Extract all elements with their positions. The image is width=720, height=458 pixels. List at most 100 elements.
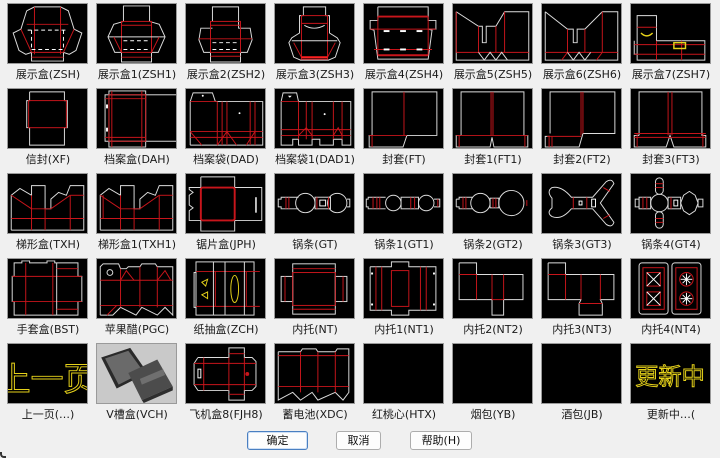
template-item[interactable]: 展示盒5(ZSH5) [445, 0, 534, 85]
display-box-thumbnail[interactable] [363, 3, 444, 64]
template-label: 展示盒3(ZSH3) [275, 68, 355, 81]
template-item[interactable]: 封套(FT) [356, 85, 445, 170]
insert-tray-thumbnail[interactable] [541, 258, 622, 319]
template-item[interactable]: 展示盒(ZSH) [0, 0, 89, 85]
tissue-box-thumbnail[interactable] [185, 258, 266, 319]
template-item[interactable]: 锅条3(GT3) [534, 170, 623, 255]
template-item[interactable]: 信封(XF) [0, 85, 89, 170]
template-item[interactable]: 展示盒1(ZSH1) [89, 0, 178, 85]
template-label: 锅条(GT) [292, 238, 338, 251]
template-item[interactable]: 内托(NT) [267, 255, 356, 340]
template-item[interactable]: 烟包(YB) [445, 340, 534, 425]
file-bag-thumbnail[interactable] [274, 88, 355, 149]
template-item[interactable]: 封套2(FT2) [534, 85, 623, 170]
template-item[interactable]: 展示盒7(ZSH7) [623, 0, 712, 85]
template-item[interactable]: 锅条2(GT2) [445, 170, 534, 255]
template-label: 展示盒5(ZSH5) [453, 68, 533, 81]
template-item[interactable]: 飞机盒8(FJH8) [178, 340, 267, 425]
template-item[interactable]: V槽盒(VCH) [89, 340, 178, 425]
empty-thumbnail[interactable] [452, 343, 533, 404]
template-item[interactable]: 内托2(NT2) [445, 255, 534, 340]
insert-tray-thumbnail[interactable] [452, 258, 533, 319]
pot-strip-die-line-icon [455, 189, 528, 217]
updating-thumbnail[interactable]: 更新中 [630, 343, 711, 404]
template-item[interactable]: 封套1(FT1) [445, 85, 534, 170]
vinegar-box-thumbnail[interactable] [96, 258, 177, 319]
vinegar-box-die-line-icon [99, 263, 174, 317]
insert-tray-thumbnail[interactable] [630, 258, 711, 319]
template-item[interactable]: 红桃心(HTX) [356, 340, 445, 425]
template-item[interactable]: 内托1(NT1) [356, 255, 445, 340]
saw-blade-box-thumbnail[interactable] [185, 173, 266, 234]
template-item[interactable]: 梯形盒(TXH) [0, 170, 89, 255]
template-item[interactable]: 内托3(NT3) [534, 255, 623, 340]
display-box-thumbnail[interactable] [96, 3, 177, 64]
template-item[interactable]: 档案袋1(DAD1) [267, 85, 356, 170]
template-item[interactable]: 酒包(JB) [534, 340, 623, 425]
folder-die-line-icon [544, 91, 616, 148]
display-box-die-line-icon [544, 11, 619, 61]
display-box-thumbnail[interactable] [185, 3, 266, 64]
template-item[interactable]: 锅条4(GT4) [623, 170, 712, 255]
display-box-thumbnail[interactable] [274, 3, 355, 64]
display-box-thumbnail[interactable] [541, 3, 622, 64]
template-item[interactable]: 手套盒(BST) [0, 255, 89, 340]
template-item[interactable]: 纸抽盒(ZCH) [178, 255, 267, 340]
template-item[interactable]: 内托4(NT4) [623, 255, 712, 340]
folder-die-line-icon [455, 91, 529, 148]
file-box-thumbnail[interactable] [96, 88, 177, 149]
glove-box-thumbnail[interactable] [7, 258, 88, 319]
mailer-box-thumbnail[interactable] [185, 343, 266, 404]
folder-thumbnail[interactable] [541, 88, 622, 149]
template-item[interactable]: 展示盒2(ZSH2) [178, 0, 267, 85]
insert-tray-thumbnail[interactable] [363, 258, 444, 319]
empty-thumbnail[interactable] [363, 343, 444, 404]
template-item[interactable]: 梯形盒1(TXH1) [89, 170, 178, 255]
template-item[interactable]: 锯片盒(JPH) [178, 170, 267, 255]
trapezoid-box-thumbnail[interactable] [7, 173, 88, 234]
pot-strip-thumbnail[interactable] [274, 173, 355, 234]
cancel-button[interactable]: 取消 [336, 431, 381, 450]
template-item[interactable]: 展示盒4(ZSH4) [356, 0, 445, 85]
window-corner [0, 452, 6, 458]
pot-strip-thumbnail[interactable] [630, 173, 711, 234]
help-button[interactable]: 帮助(H) [410, 431, 472, 450]
display-box-die-line-icon [198, 6, 253, 63]
template-item[interactable]: 蓄电池(XDC) [267, 340, 356, 425]
previous-page-thumbnail[interactable]: 上一页 [7, 343, 88, 404]
template-item[interactable]: 档案盒(DAH) [89, 85, 178, 170]
pot-strip-thumbnail[interactable] [541, 173, 622, 234]
display-box-thumbnail[interactable] [452, 3, 533, 64]
envelope-thumbnail[interactable] [7, 88, 88, 149]
empty-thumbnail[interactable] [541, 343, 622, 404]
insert-tray-thumbnail[interactable] [274, 258, 355, 319]
template-item[interactable]: 封套3(FT3) [623, 85, 712, 170]
folder-thumbnail[interactable] [630, 88, 711, 149]
template-label: 信封(XF) [25, 153, 71, 166]
pot-strip-die-line-icon [548, 179, 615, 227]
template-label: 内托2(NT2) [463, 323, 523, 336]
template-label: 上一页(…) [21, 408, 75, 421]
template-item[interactable]: 展示盒3(ZSH3) [267, 0, 356, 85]
pot-strip-thumbnail[interactable] [452, 173, 533, 234]
display-box-thumbnail[interactable] [630, 3, 711, 64]
folder-thumbnail[interactable] [363, 88, 444, 149]
file-bag-thumbnail[interactable] [185, 88, 266, 149]
template-label: 手套盒(BST) [16, 323, 80, 336]
template-label: 飞机盒8(FJH8) [189, 408, 263, 421]
template-label: 封套2(FT2) [553, 153, 611, 166]
template-item[interactable]: 锅条1(GT1) [356, 170, 445, 255]
template-item[interactable]: 档案袋(DAD) [178, 85, 267, 170]
updating-item[interactable]: 更新中 更新中…( [623, 340, 712, 425]
battery-box-thumbnail[interactable] [274, 343, 355, 404]
template-item[interactable]: 锅条(GT) [267, 170, 356, 255]
template-item[interactable]: 展示盒6(ZSH6) [534, 0, 623, 85]
pot-strip-thumbnail[interactable] [363, 173, 444, 234]
display-box-thumbnail[interactable] [7, 3, 88, 64]
ok-button[interactable]: 确定 [247, 431, 308, 450]
v-groove-box-thumbnail[interactable] [96, 343, 177, 404]
trapezoid-box-thumbnail[interactable] [96, 173, 177, 234]
template-item[interactable]: 苹果醋(PGC) [89, 255, 178, 340]
folder-thumbnail[interactable] [452, 88, 533, 149]
previous-page-item[interactable]: 上一页 上一页(…) [0, 340, 89, 425]
